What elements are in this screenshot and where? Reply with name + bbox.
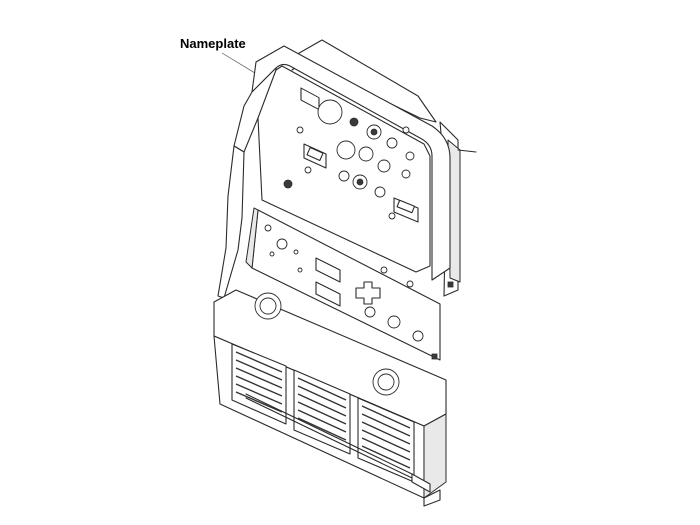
louver-panel — [213, 289, 447, 507]
nameplate — [300, 87, 320, 111]
upper-plate — [257, 65, 431, 273]
control-plate — [245, 207, 454, 361]
nameplate-callout-label: Nameplate — [180, 36, 246, 51]
louver-slats — [235, 351, 411, 469]
tube-frame — [217, 45, 451, 299]
